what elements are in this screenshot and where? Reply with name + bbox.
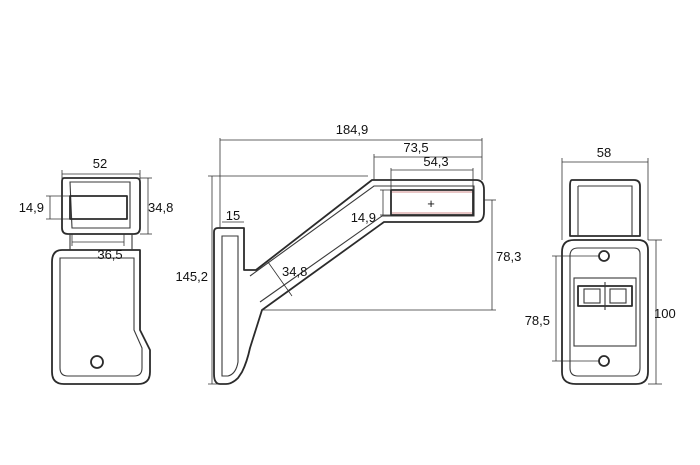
rear-head-inner xyxy=(577,185,633,236)
front-head-outline xyxy=(61,177,141,235)
front-width-label: 52 xyxy=(93,156,107,171)
side-dimensions: 184,9 73,5 54,3 14,9 15 34,8 145,2 78,3 xyxy=(175,122,521,385)
side-lens xyxy=(390,189,474,216)
rear-head-outline xyxy=(569,179,641,237)
front-view xyxy=(51,177,151,385)
rear-bracket-inner xyxy=(569,247,641,377)
rear-view xyxy=(561,179,649,385)
rear-center-block xyxy=(573,277,637,347)
side-lens-length-label: 54,3 xyxy=(423,154,448,169)
front-mount-hole xyxy=(90,355,104,369)
rear-dimensions: 58 100 78,5 xyxy=(525,145,676,385)
side-total-height-label: 145,2 xyxy=(175,269,208,284)
side-lamp-length-label: 73,5 xyxy=(403,140,428,155)
rear-connector-right xyxy=(609,288,627,304)
side-total-length-label: 184,9 xyxy=(336,122,369,137)
side-arm-width-label: 34,8 xyxy=(282,264,307,279)
rear-bracket-height-label: 100 xyxy=(654,306,676,321)
front-head-height-label: 34,8 xyxy=(148,200,173,215)
rear-top-hole xyxy=(598,250,610,262)
front-dimensions: 52 14,9 34,8 36,5 xyxy=(19,156,174,262)
front-base-outline xyxy=(51,249,151,385)
side-arm-inner xyxy=(249,185,475,303)
rear-width-label: 58 xyxy=(597,145,611,160)
rear-bracket-outline xyxy=(561,239,649,385)
rear-bottom-hole xyxy=(598,355,610,367)
side-lens-plus-icon: + xyxy=(427,196,435,211)
front-base-inner xyxy=(59,257,143,377)
front-lens-height-label: 14,9 xyxy=(19,200,44,215)
side-drop-height-label: 78,3 xyxy=(496,249,521,264)
front-inner-width-label: 36,5 xyxy=(97,247,122,262)
front-lens xyxy=(69,195,128,220)
side-lens-height-label: 14,9 xyxy=(351,210,376,225)
rear-hole-spacing-label: 78,5 xyxy=(525,313,550,328)
side-view: + xyxy=(213,179,485,385)
side-base-inner xyxy=(221,235,239,377)
rear-connector-left xyxy=(583,288,601,304)
side-body-outline xyxy=(213,179,485,385)
front-head-inner xyxy=(69,181,131,229)
side-base-thickness-label: 15 xyxy=(226,208,240,223)
